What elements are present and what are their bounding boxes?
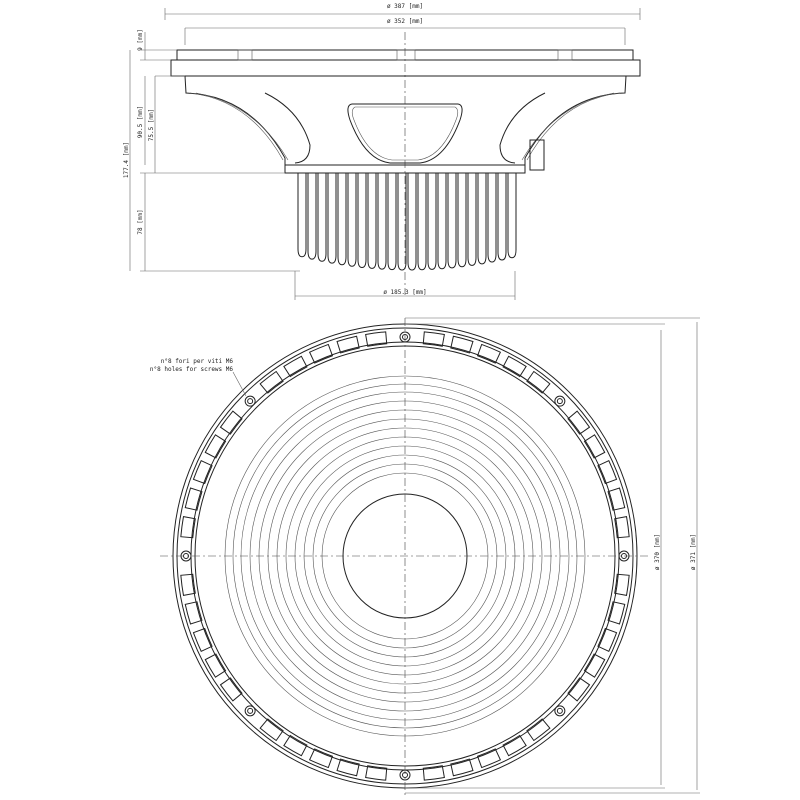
flange-slot <box>607 487 626 511</box>
fin <box>407 173 417 271</box>
dim-bolt-circle: ø 371 [mm] <box>690 534 697 570</box>
flange-slot <box>614 516 630 539</box>
fin <box>377 173 387 270</box>
fin <box>467 173 477 266</box>
flange-slot <box>283 734 308 757</box>
flange-slot <box>336 335 360 354</box>
flange-slot <box>567 410 591 435</box>
flange-slot <box>476 748 502 769</box>
flange-slot <box>502 734 527 757</box>
flange-slot <box>259 718 284 742</box>
fin <box>457 173 467 268</box>
flange-slot <box>583 653 606 678</box>
fin <box>327 173 337 264</box>
fin <box>397 173 407 271</box>
flange-slot <box>614 573 630 596</box>
dim-basket-depth-inner: 75.5 [mm] <box>148 109 155 142</box>
flange-slot <box>180 573 196 596</box>
fin <box>497 173 507 261</box>
dim-outer-diameter: ø 387 [mm] <box>387 3 423 10</box>
flange-slot <box>184 487 203 511</box>
fin <box>307 173 317 260</box>
screw-hole <box>244 395 256 407</box>
screw-hole-inner <box>556 398 563 405</box>
flange-slot <box>219 677 243 702</box>
fin <box>387 173 397 271</box>
flange-slot <box>365 765 388 781</box>
flange-slot <box>308 748 334 769</box>
fin <box>367 173 377 269</box>
flange-slot <box>283 355 308 378</box>
screw-hole-inner <box>247 707 254 714</box>
flange-slot <box>259 370 284 394</box>
flange-slot <box>192 627 213 653</box>
fin <box>297 173 307 258</box>
screw-hole <box>244 705 256 717</box>
dim-total-depth: 177.4 [mm] <box>123 142 130 178</box>
flange-slot <box>597 627 618 653</box>
dim-cutout-diameter: ø 370 [mm] <box>654 534 661 570</box>
fin <box>447 173 457 269</box>
flange-slot <box>526 718 551 742</box>
dim-basket-depth: 90.5 [mm] <box>137 106 144 139</box>
flange-slot <box>184 601 203 625</box>
flange-slot <box>607 601 626 625</box>
flange-slots <box>180 331 630 781</box>
magnet-fins <box>297 173 517 271</box>
terminal <box>529 139 545 171</box>
screw-hole <box>554 395 566 407</box>
dim-magnet-depth: 78 [mm] <box>137 209 144 234</box>
flange-slot <box>422 765 445 781</box>
flange-slot <box>450 335 474 354</box>
dim-bolt-circle-top: ø 352 [mm] <box>387 18 423 25</box>
flange-slot <box>476 343 502 364</box>
flange-slot <box>204 434 227 459</box>
flange-slot <box>336 758 360 777</box>
fin <box>487 173 497 263</box>
fin <box>417 173 427 271</box>
fin <box>337 173 347 266</box>
note-holes-english: n°8 holes for screws M6 <box>150 366 233 373</box>
flange-slot <box>219 410 243 435</box>
front-view: ø 370 [mm] ø 371 [mm] n°8 fori per viti … <box>150 317 700 796</box>
dim-magnet-diameter: ø 185.3 [mm] <box>383 289 426 296</box>
flange-slot <box>192 459 213 485</box>
fin <box>427 173 437 270</box>
fin <box>507 173 517 259</box>
screw-hole-inner <box>247 398 254 405</box>
screw-hole <box>554 705 566 717</box>
flange-slot <box>365 331 388 347</box>
side-view: ø 387 [mm] ø 352 [mm] 9 [mm] 90.5 [mm] 7… <box>123 3 641 300</box>
flange-slot <box>502 355 527 378</box>
flange-slot <box>583 434 606 459</box>
flange-slot <box>526 370 551 394</box>
dim-flange-thickness: 9 [mm] <box>137 29 144 51</box>
fin <box>347 173 357 267</box>
flange-slot <box>567 677 591 702</box>
basket <box>184 75 627 166</box>
basket-window <box>347 103 463 164</box>
flange-slot <box>204 653 227 678</box>
flange-base <box>170 59 641 77</box>
flange-slot <box>450 758 474 777</box>
fin <box>317 173 327 262</box>
flange-slot <box>422 331 445 347</box>
fin <box>477 173 487 265</box>
flange-slot <box>597 459 618 485</box>
fin <box>437 173 447 270</box>
note-holes-italian: n°8 fori per viti M6 <box>161 358 234 365</box>
screw-hole-inner <box>556 707 563 714</box>
fin <box>357 173 367 268</box>
flange-slot <box>180 516 196 539</box>
flange-slot <box>308 343 334 364</box>
top-plate <box>284 164 526 174</box>
